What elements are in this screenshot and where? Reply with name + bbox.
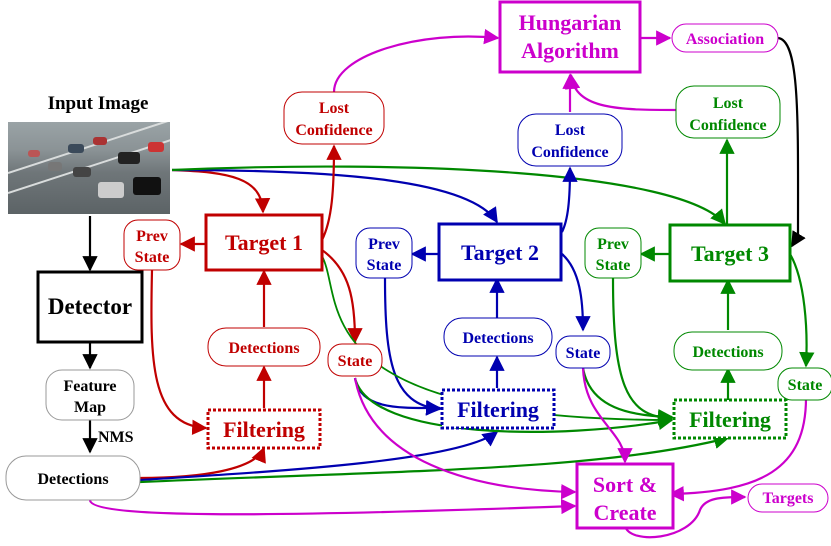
detections-2-label: Detections <box>462 330 533 347</box>
lost-confidence-1-line2: Confidence <box>295 122 372 139</box>
state-1: State <box>327 343 383 377</box>
edge-lostconf1-hungarian <box>332 28 500 93</box>
input-image-title: Input Image <box>47 93 149 114</box>
edge-association-target3 <box>777 36 806 248</box>
edge-target2-state2 <box>561 253 591 332</box>
filtering-2-label: Filtering <box>457 397 539 422</box>
sort-create-node: Sort & Create <box>575 462 675 530</box>
target3-node: Target 3 <box>668 223 792 283</box>
detections-3: Detections <box>673 331 783 371</box>
targets-label: Targets <box>763 490 814 507</box>
targets-node: Targets <box>747 483 829 513</box>
edge-sortcreate-targets <box>623 489 747 539</box>
filtering-1: Filtering <box>206 408 322 450</box>
filtering-2: Filtering <box>440 388 556 430</box>
sort-create-line1: Sort & <box>593 472 657 497</box>
filtering-3: Filtering <box>672 398 788 440</box>
state-2-label: State <box>566 345 601 362</box>
detections-node: Detections <box>5 455 141 501</box>
filtering-3-label: Filtering <box>689 407 771 432</box>
edge-target2-lostconf2 <box>561 166 578 233</box>
feature-map-node: Feature Map <box>45 369 135 421</box>
target1-label: Target 1 <box>225 230 303 255</box>
lost-confidence-2: Lost Confidence <box>517 113 623 167</box>
edge-target1-lostconf1 <box>321 144 342 241</box>
prev-state-3: Prev State <box>584 227 642 279</box>
feature-map-line1: Feature <box>63 378 116 395</box>
edge-state1-filtering3 <box>353 377 674 433</box>
edge-image-target2 <box>171 168 498 224</box>
lost-confidence-2-line1: Lost <box>555 122 586 139</box>
edge-state3-sortcreate <box>668 397 808 502</box>
state-3-label: State <box>788 377 823 394</box>
edge-state2-sortcreate <box>581 367 633 464</box>
feature-map-line2: Map <box>74 399 106 416</box>
state-3: State <box>777 367 831 401</box>
prev-state-1: Prev State <box>123 219 181 271</box>
detector-label: Detector <box>48 294 132 319</box>
detections-1-label: Detections <box>228 340 299 357</box>
input-image-photo <box>8 122 170 214</box>
edge-image-target3 <box>171 165 726 226</box>
edge-state2-filtering3 <box>581 367 674 425</box>
association-label: Association <box>686 31 764 48</box>
lost-confidence-3-line2: Confidence <box>689 117 766 134</box>
hungarian-node: Hungarian Algorithm <box>498 0 642 74</box>
hungarian-line2: Algorithm <box>521 38 619 63</box>
nms-label: NMS <box>98 429 134 446</box>
edge-image-target1 <box>171 168 271 214</box>
target3-label: Target 3 <box>691 241 769 266</box>
lost-confidence-1-line1: Lost <box>319 100 350 117</box>
edge-prevstate3-filtering3 <box>611 277 674 426</box>
association-node: Association <box>671 23 779 53</box>
prev-state-2: Prev State <box>355 227 413 279</box>
edge-detections-filtering3 <box>139 433 730 484</box>
edge-prevstate2-filtering2 <box>383 277 442 416</box>
edge-target3-state3 <box>789 253 815 368</box>
lost-confidence-2-line2: Confidence <box>531 144 608 161</box>
edge-detections-sortcreate <box>88 498 577 516</box>
filtering-1-label: Filtering <box>223 417 305 442</box>
detections-label: Detections <box>37 471 108 488</box>
prev-state-2-line2: State <box>367 257 402 274</box>
hungarian-line1: Hungarian <box>519 10 622 35</box>
target2-label: Target 2 <box>461 240 539 265</box>
detections-1: Detections <box>207 327 321 367</box>
prev-state-3-line1: Prev <box>597 236 629 253</box>
prev-state-3-line2: State <box>596 257 631 274</box>
detections-3-label: Detections <box>692 344 763 361</box>
lost-confidence-3: Lost Confidence <box>675 85 781 139</box>
edge-target1-state1 <box>321 249 363 344</box>
edge-lostconf3-hungarian <box>564 73 681 112</box>
prev-state-1-line1: Prev <box>136 228 168 245</box>
prev-state-2-line1: Prev <box>368 236 400 253</box>
edge-prevstate1-filtering1 <box>150 269 208 435</box>
target1-node: Target 1 <box>204 213 324 272</box>
edge-detections-filtering2 <box>139 431 499 482</box>
target2-node: Target 2 <box>437 222 563 282</box>
state-2: State <box>555 335 611 369</box>
lost-confidence-3-line1: Lost <box>713 95 744 112</box>
detector-node: Detector <box>36 270 144 344</box>
edge-state1-sortcreate <box>353 377 577 500</box>
detections-2: Detections <box>443 317 553 357</box>
lost-confidence-1: Lost Confidence <box>283 91 385 145</box>
state-1-label: State <box>338 353 373 370</box>
prev-state-1-line2: State <box>135 249 170 266</box>
sort-create-line2: Create <box>593 500 656 525</box>
